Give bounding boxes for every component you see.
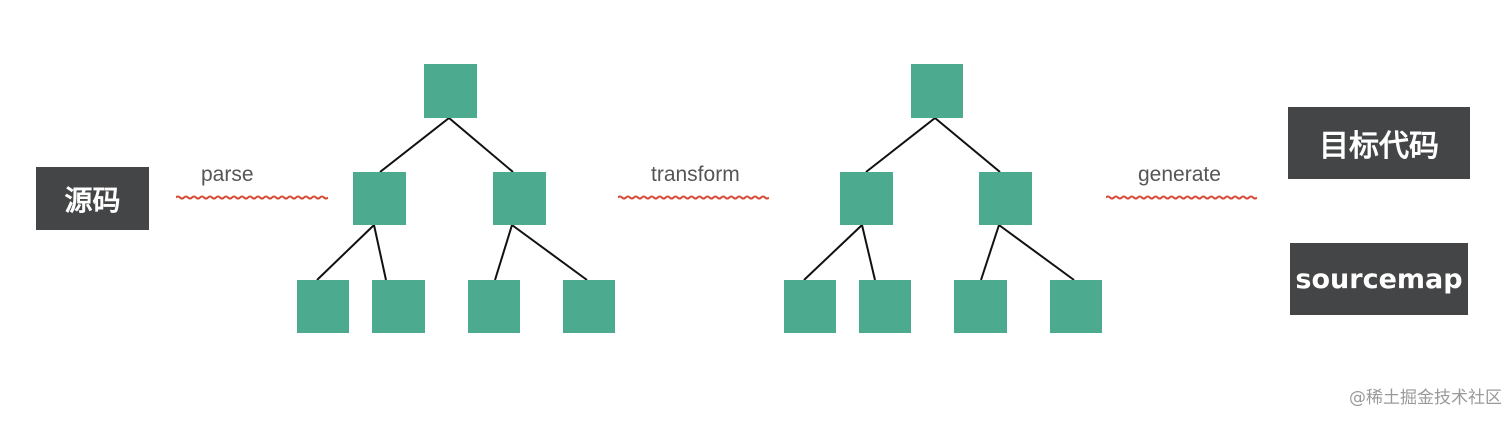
source-code-label: 源码 <box>64 183 121 217</box>
tree-edge <box>448 117 514 173</box>
ast-tree-parsed <box>297 64 615 333</box>
generate-arrow-line <box>1106 195 1257 200</box>
transform-arrow-line <box>618 195 769 200</box>
tree-node <box>493 172 546 225</box>
tree-edge <box>861 224 876 281</box>
tree-edge <box>998 224 1075 281</box>
tree-edge <box>511 224 588 281</box>
tree-edge <box>373 224 387 281</box>
watermark: @稀土掘金技术社区 <box>1349 388 1502 408</box>
tree-node-leaf <box>372 280 425 333</box>
tree-node-leaf <box>1050 280 1102 333</box>
tree-node <box>979 172 1032 225</box>
sourcemap-box: sourcemap <box>1290 243 1468 315</box>
tree-node <box>840 172 893 225</box>
tree-node-leaf <box>297 280 349 333</box>
target-code-box: 目标代码 <box>1288 107 1470 179</box>
ast-tree-transformed <box>784 64 1102 333</box>
tree-edge <box>316 224 375 281</box>
source-code-box: 源码 <box>36 167 149 230</box>
tree-node-leaf <box>859 280 911 333</box>
tree-edge <box>803 224 863 281</box>
tree-node-leaf <box>784 280 836 333</box>
generate-label: generate <box>1138 163 1221 186</box>
tree-node-leaf <box>563 280 615 333</box>
tree-edge <box>980 224 1000 281</box>
tree-node <box>353 172 406 225</box>
sourcemap-label: sourcemap <box>1295 263 1463 295</box>
transform-label: transform <box>651 163 740 186</box>
tree-edge <box>934 117 1001 173</box>
parse-arrow-line <box>176 195 328 200</box>
tree-node-leaf <box>468 280 520 333</box>
tree-edge <box>494 224 513 281</box>
tree-node-root <box>424 64 477 118</box>
tree-edge <box>865 117 936 173</box>
parse-label: parse <box>201 163 254 186</box>
tree-edge <box>379 117 450 173</box>
tree-node-root <box>911 64 963 118</box>
tree-node-leaf <box>954 280 1007 333</box>
target-code-label: 目标代码 <box>1319 129 1439 164</box>
tree-edges <box>316 117 588 281</box>
tree-edges <box>803 117 1075 281</box>
